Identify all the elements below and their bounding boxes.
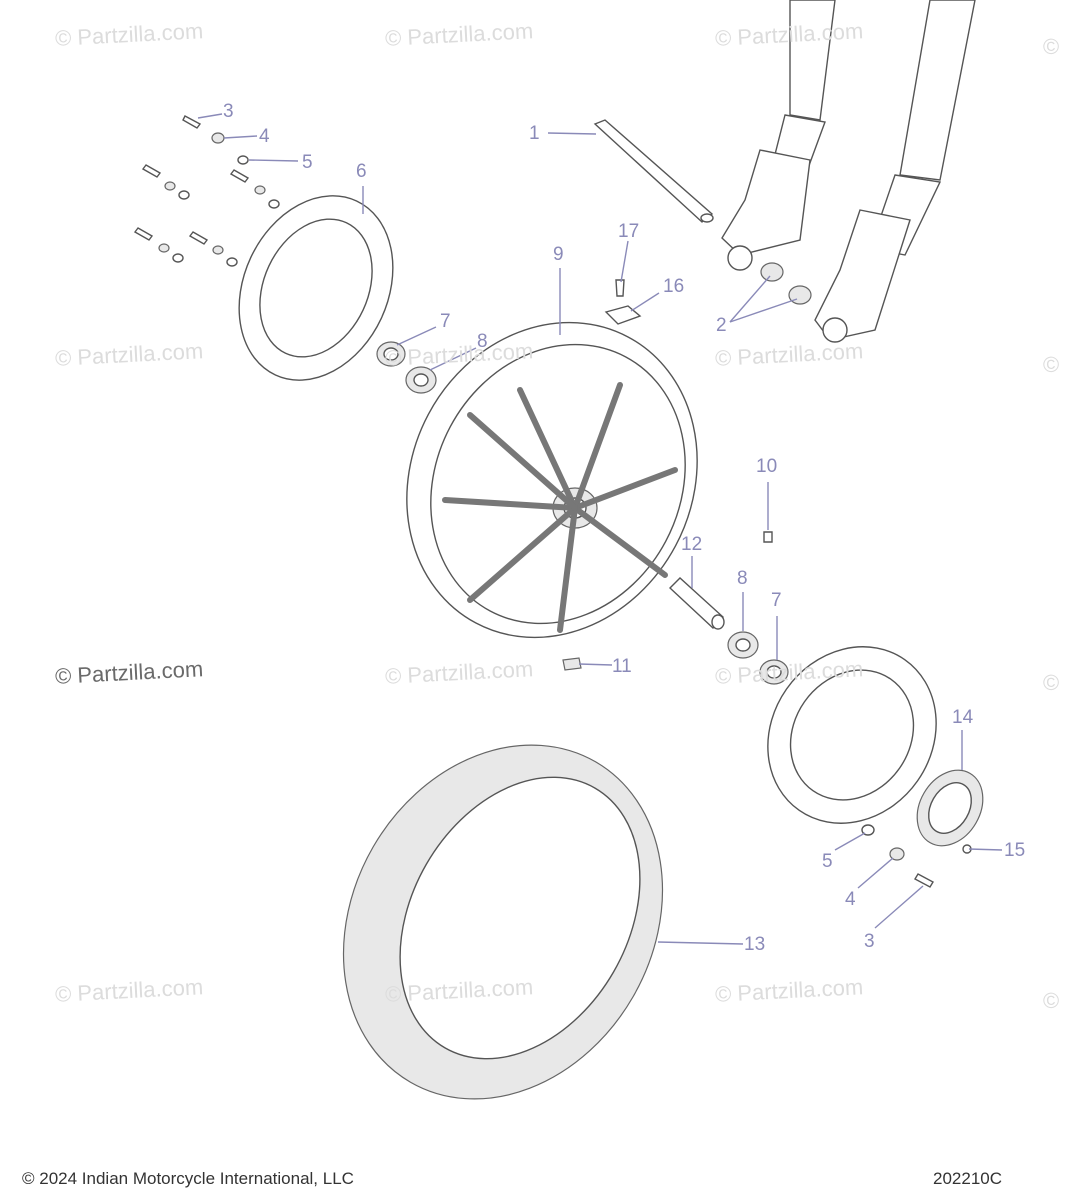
callout-6: 6 xyxy=(356,161,367,182)
callout-11: 11 xyxy=(612,656,632,677)
front-fork-assembly xyxy=(721,0,976,343)
left-rotor-hardware xyxy=(133,115,280,267)
wheel-spacer-tube xyxy=(668,577,725,630)
watermark: © xyxy=(1042,987,1060,1014)
callout-4b: 4 xyxy=(845,889,856,910)
front-tire xyxy=(342,744,664,1100)
callout-17: 17 xyxy=(618,221,640,242)
watermark: © xyxy=(1042,669,1060,696)
diagram-code: 202210C xyxy=(933,1169,1003,1188)
callout-5b: 5 xyxy=(822,851,833,872)
cast-wheel xyxy=(406,321,698,639)
left-brake-rotor xyxy=(238,195,394,381)
copyright-notice: © 2024 Indian Motorcycle International, … xyxy=(22,1169,354,1188)
watermark: © xyxy=(1042,351,1060,378)
screw-10 xyxy=(763,531,773,543)
abs-tone-ring xyxy=(916,769,984,847)
valve-stem xyxy=(562,657,582,671)
callout-8: 8 xyxy=(477,331,488,352)
callout-15: 15 xyxy=(1004,840,1026,861)
callout-3b: 3 xyxy=(864,931,875,952)
right-brake-rotor xyxy=(767,646,937,824)
callout-12: 12 xyxy=(681,534,703,555)
right-seal-and-bearing xyxy=(727,631,789,685)
callout-5: 5 xyxy=(302,152,313,173)
callout-7b: 7 xyxy=(771,590,782,611)
callout-8b: 8 xyxy=(737,568,748,589)
callout-4: 4 xyxy=(259,126,270,147)
callout-16: 16 xyxy=(663,276,685,297)
callout-9: 9 xyxy=(553,244,564,265)
right-rotor-hardware xyxy=(861,824,972,888)
callout-7: 7 xyxy=(440,311,451,332)
watermark: © xyxy=(1042,33,1060,60)
left-seal-and-bearing xyxy=(376,341,437,394)
speed-sensor-parts xyxy=(604,279,642,325)
callout-13: 13 xyxy=(744,934,766,955)
front-axle xyxy=(593,119,714,223)
callout-14: 14 xyxy=(952,707,974,728)
callout-10: 10 xyxy=(756,456,778,477)
callout-1: 1 xyxy=(529,123,540,144)
callout-2: 2 xyxy=(716,315,727,336)
axle-spacers xyxy=(760,262,812,305)
leader-lines xyxy=(197,113,1003,945)
callout-3: 3 xyxy=(223,101,234,122)
